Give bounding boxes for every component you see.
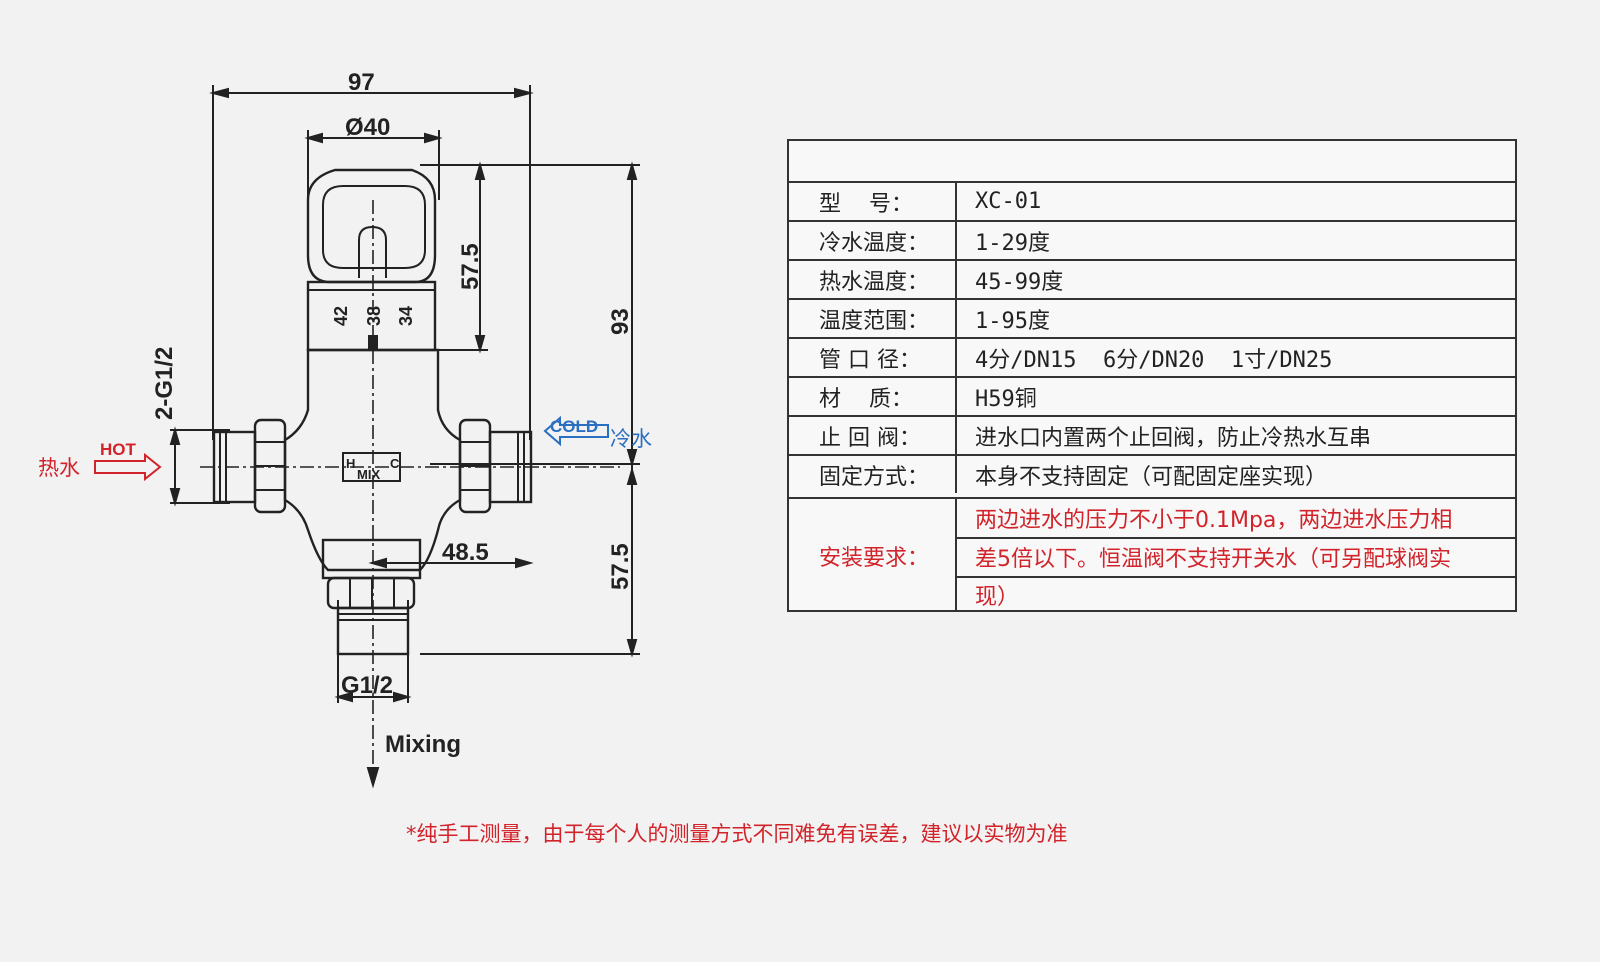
spec-value: 进水口内置两个止回阀，防止冷热水互串: [975, 425, 1372, 451]
spec-label: 管 口 径：: [789, 339, 957, 376]
dim-97: 97: [348, 69, 375, 96]
cold-water-label: 冷水: [610, 427, 652, 451]
install-line-2: 差5倍以下。恒温阀不支持开关水（可另配球阀实: [975, 546, 1451, 572]
spec-row: 固定方式： 本身不支持固定（可配固定座实现）: [789, 454, 1515, 493]
scale-34: 34: [396, 306, 416, 326]
cold-arrow: [543, 415, 609, 447]
dim-outlet-height: 57.5: [607, 543, 634, 590]
scale-42: 42: [331, 306, 351, 326]
valve-drawing: 97 Ø40 57.5 93 2-G1/2 48.5 57.5 G1/2 42 …: [94, 69, 640, 789]
scale-38: 38: [364, 306, 384, 326]
spec-label: 热水温度：: [789, 261, 957, 298]
left-thread: [212, 430, 257, 504]
install-line-3: 现）: [975, 585, 1020, 610]
spec-row: 管 口 径： 4分/DN15 6分/DN20 1寸/DN25: [789, 337, 1515, 376]
spec-row: 止 回 阀： 进水口内置两个止回阀，防止冷热水互串: [789, 415, 1515, 454]
spec-row: 型 号： XC-01: [789, 181, 1515, 220]
spec-value: 45-99度: [975, 269, 1064, 295]
spec-row: 冷水温度： 1-29度: [789, 220, 1515, 259]
spec-value: 1-95度: [975, 308, 1050, 334]
hot-en-label: HOT: [100, 440, 137, 459]
dim-40: Ø40: [345, 114, 390, 141]
mixing-arrow-head: [366, 767, 380, 789]
spec-label: 固定方式：: [789, 456, 957, 493]
outlet-neck: [321, 538, 422, 580]
mixing-label: Mixing: [385, 731, 461, 758]
dim-93: 93: [607, 308, 634, 335]
spec-row: 材 质： H59铜: [789, 376, 1515, 415]
valve-head: [306, 168, 437, 284]
spec-value: H59铜: [975, 386, 1037, 412]
install-line-1: 两边进水的压力不小于0.1Mpa，两边进水压力相: [975, 508, 1453, 533]
spec-value: 本身不支持固定（可配固定座实现）: [975, 464, 1328, 490]
right-thread: [488, 430, 533, 504]
spec-label: 型 号：: [789, 183, 957, 220]
dim-outlet-thread: G1/2: [341, 672, 393, 699]
measurement-note: *纯手工测量，由于每个人的测量方式不同难免有误差，建议以实物为准: [406, 822, 1068, 846]
hot-water-label: 热水: [38, 456, 80, 480]
spec-table: 型 号： XC-01 冷水温度： 1-29度热水温度： 45-99度温度范围： 1-95度…: [787, 139, 1517, 612]
body-h: H: [346, 456, 355, 471]
spec-label: 冷水温度：: [789, 222, 957, 259]
spec-row: 热水温度： 45-99度: [789, 259, 1515, 298]
body-mix: MIX: [357, 467, 380, 482]
dim-head-height: 57.5: [457, 243, 484, 290]
install-row: 安装要求： 两边进水的压力不小于0.1Mpa，两边进水压力相 差5倍以下。恒温阀…: [789, 497, 1515, 612]
hot-arrow: [94, 452, 162, 482]
spec-value: 4分/DN15 6分/DN20 1寸/DN25: [975, 347, 1333, 373]
spec-label: 温度范围：: [789, 300, 957, 337]
spec-row: 温度范围： 1-95度: [789, 298, 1515, 337]
install-label: 安装要求：: [789, 499, 957, 612]
spec-value: XC-01: [975, 189, 1042, 214]
cold-en-label: COLD: [550, 417, 598, 436]
outlet-thread: [336, 606, 410, 656]
body-c: C: [390, 456, 400, 471]
mix-plate: [342, 452, 401, 482]
spec-value: 1-29度: [975, 230, 1050, 256]
spec-label: 止 回 阀：: [789, 417, 957, 454]
spec-label: 材 质：: [789, 378, 957, 415]
dim-port-thread: 2-G1/2: [151, 347, 178, 420]
dim-48: 48.5: [442, 539, 489, 566]
